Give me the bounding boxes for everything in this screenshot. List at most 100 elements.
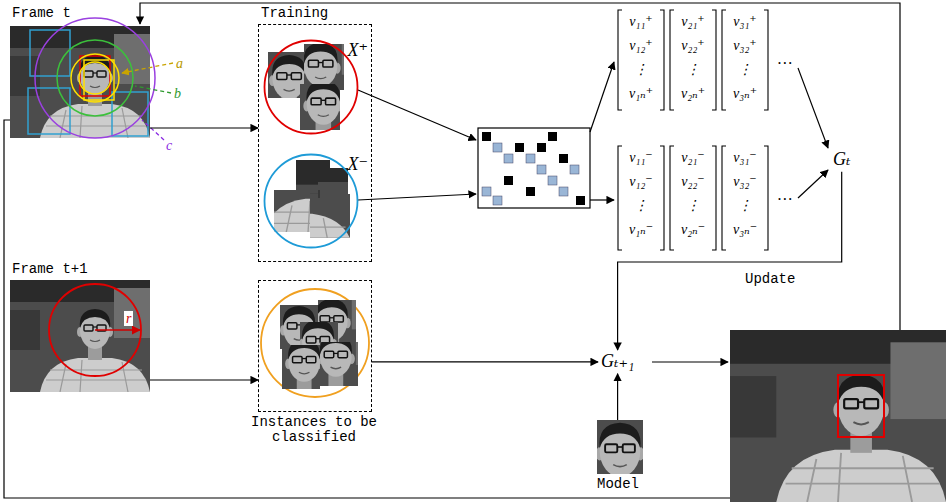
matrix-cell [559,187,568,196]
vector-entry: v₁₂⁻ [618,174,664,189]
vector-entry: v₂₂⁻ [670,174,716,189]
vector-entry: v₃₂⁺ [722,38,768,53]
image-patch [229,111,387,237]
matrix-cell [493,196,502,205]
flow-arrow [358,90,476,140]
flow-arrow [590,199,614,200]
vector-entry: v₃ₙ⁻ [722,222,768,237]
matrix-cell [537,143,546,152]
radius-circle [57,40,133,116]
radius-circle [79,62,111,94]
matrix-cell [559,154,568,163]
vector-entry: v₃ₙ⁺ [722,86,768,101]
matrix-cell [526,154,535,163]
search-circle [49,284,141,376]
vector-entry: v₂ₙ⁺ [670,86,716,101]
vector-entry: ⋮ [618,62,664,77]
classifier-label: Gₜ [833,150,850,170]
vector-bracket [618,10,664,110]
frame-heading: Frame t+1 [12,262,88,277]
matrix-cell [482,132,491,141]
frame-image: Frame t [10,6,150,138]
radius-arrow [95,329,140,331]
frame-heading: Frame t [12,6,71,21]
radius-label: r [124,311,133,326]
sample-circle: X⁻ [263,153,359,249]
image-patch [290,160,430,272]
box-heading: Training [261,6,328,21]
set-label: X⁻ [348,155,369,175]
flow-arrow [798,170,828,198]
leader-line [135,86,171,93]
model-box: Model [590,420,646,496]
classifier-symbol: Gₜ [830,148,853,172]
matrix-cell [482,187,491,196]
frame-scene [10,280,150,392]
vector-entry: v₁ₙ⁻ [618,222,664,237]
matrix-cell [576,196,585,205]
matrix-cell [504,176,513,185]
connector [150,379,258,380]
vector-brackets [618,10,768,250]
connector [150,127,258,128]
classifier-label: Gₜ₊₁ [601,352,634,372]
leader-line [142,120,164,140]
model-label: Model [597,477,639,492]
matrix-cell [493,143,502,152]
update-label: Update [745,272,795,287]
circle-outline-shape [265,41,358,134]
vector-bracket [618,146,664,250]
connector [372,361,598,362]
update-loop-line [140,3,900,330]
vector-bracket [670,10,716,110]
matrix-cells [482,132,585,205]
frame-image: Frame t+1 [10,262,150,392]
circle-label: a [176,56,183,71]
ellipsis: … [778,186,792,204]
circle-outline [263,39,359,135]
instances-box: Instances to be classified [258,280,372,412]
vector-entry: v₂ₙ⁻ [670,222,716,237]
classifier-symbol: Gₜ₊₁ [598,350,637,374]
vector-entry: v₂₂⁺ [670,38,716,53]
flow-arrow [358,194,476,200]
matrix-cell [548,176,557,185]
flow-arrow [652,361,728,362]
box-heading: Instances to be classified [249,415,379,446]
circle-outline-shape [265,155,358,248]
video-frame [10,280,150,392]
result-scene [730,330,946,502]
vector-entry: v₃₁⁺ [722,14,768,29]
vector-entry: v₁₁⁻ [618,150,664,165]
radius-circle [35,18,155,138]
vector-entry: v₂₁⁻ [670,150,716,165]
model-image [505,383,694,502]
matrix-cell [570,165,579,174]
matrix-cell [504,154,513,163]
leader-line [122,63,173,73]
vector-entry: v₁₁⁺ [618,14,664,29]
vector-entry: ⋮ [722,62,768,77]
matrix-cell [548,132,557,141]
ellipsis: … [778,50,792,68]
matrix-cell [515,143,524,152]
tracking-box [838,375,884,437]
flow-arrow [798,68,828,148]
circle-label: c [166,138,172,153]
vector-entry: ⋮ [618,198,664,213]
matrix-cell [526,187,535,196]
vector-entry: ⋮ [670,62,716,77]
random-matrix [478,128,590,208]
vector-entry: v₃₁⁻ [722,150,768,165]
vector-bracket [670,146,716,250]
vector-entry: v₁₂⁺ [618,38,664,53]
circle-outline [263,153,359,249]
vector-entry: v₁ₙ⁺ [618,86,664,101]
flow-arrow [590,62,614,132]
connector [618,172,842,350]
patch-scene [229,111,387,237]
vector-entry: v₂₁⁺ [670,14,716,29]
